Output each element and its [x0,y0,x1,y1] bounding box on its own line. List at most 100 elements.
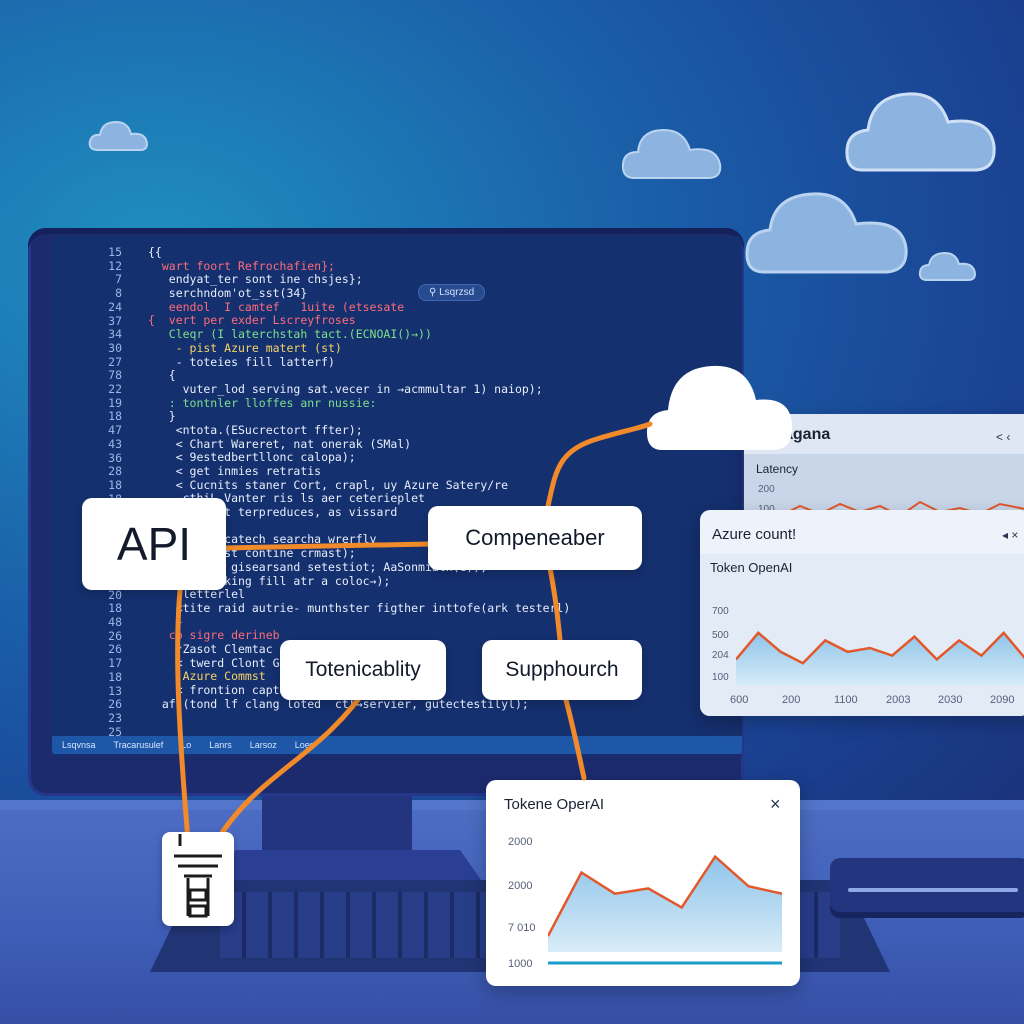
monitor-stand [262,796,412,856]
latency-card-title: agana [784,426,831,443]
y-tick-label: 7 010 [508,922,536,934]
api-label-text: API [116,518,192,570]
code-line: af (tond lf clang loted ctl→servier, gut… [148,696,529,711]
y-tick-label: 2000 [508,836,533,848]
series-line [736,630,1024,665]
azure-count-card[interactable]: Azure count! ◂ × Token OpenAI 700 500 20… [700,510,1024,716]
token-card-title: Tokene OperAI [504,796,605,813]
azure-card-controls[interactable]: ◂ × [1002,528,1019,542]
code-line: - pist Azure matert (st) [148,340,342,355]
code-line: } [148,409,176,424]
code-line: cthiL Vanter ris ls aer ceterieplet [148,491,425,506]
line-number: 7 [115,272,122,287]
code-line: wart foort Refrochafien}; [148,258,335,273]
code-line: < Cucnits staner Cort, crapl, uy Azure S… [148,477,509,492]
y-tick-label: 100 [712,672,729,683]
y-tick-label: 700 [712,606,729,617]
cloud-icon [742,176,912,278]
status-item[interactable]: Lsqvnsa [62,740,96,750]
code-area[interactable]: {{ wart foort Refrochafien}; endyat_ter … [148,245,742,711]
code-line: - toteies fill latterf) [148,354,335,369]
y-tick-label: 500 [712,630,729,641]
compeneaber-label[interactable]: Compeneaber [428,506,642,570]
token-area-chart [548,854,782,965]
code-line: serchndom'ot_sst(34} [148,286,308,301]
x-tick-label: 600 [730,694,749,706]
cloud-icon [620,118,724,182]
code-line: {{ [148,245,162,259]
line-number: 18 [108,477,122,492]
code-line: { [148,368,176,383]
code-line: { vert per exder Lscreyfroses [148,313,356,328]
line-number: 18 [108,409,122,424]
area-fill [548,856,782,952]
code-line: <struvcking fill atr a coloc→); [148,573,391,588]
code-line: < Chart Wareret, nat onerak (SMal) [148,436,412,451]
code-line: <tite raid autrie- munthster figther int… [148,600,571,615]
search-pill[interactable]: ⚲ Lsqrzsd [418,284,486,301]
status-bar: Lsqvnsa Tracarusulef Lo Lanrs Larsoz Loes [52,736,742,754]
status-item[interactable]: Larsoz [249,740,277,750]
status-item[interactable]: Loes [294,740,315,750]
token-openai-card[interactable]: Tokene OperAI × 2000 2000 7 010 1000 [486,780,800,986]
azure-area-chart [736,630,1024,686]
code-line: eendol I camtef 1uite (etsesate [148,299,405,314]
line-number: 18 [108,601,122,616]
status-item[interactable]: Tracarusulef [113,740,164,750]
y-tick-label: 2000 [508,880,533,892]
code-line: < get inmies retratis [148,464,322,478]
line-number: 22 [108,382,122,397]
compeneaber-label-text: Compeneaber [465,525,605,550]
x-tick-label: 2090 [990,694,1015,706]
latency-card-subtitle: Latency [756,462,799,476]
router-device [830,858,1024,918]
code-line: endyat_ter sont ine chsjes}; [148,272,363,287]
plug-connector-icon [162,832,234,926]
line-number: 34 [108,327,122,342]
x-tick-label: 2030 [938,694,963,706]
totenicability-label[interactable]: Totenicablity [280,640,446,700]
close-icon[interactable]: × [770,794,781,814]
line-number: 12 [108,258,122,273]
series-line [548,854,782,937]
line-number: 24 [108,299,122,314]
x-tick-label: 2003 [886,694,911,706]
code-line: letterlel [148,587,245,602]
line-number: 78 [108,368,122,383]
cloud-icon [88,114,150,154]
supphourch-label[interactable]: Supphourch [482,640,642,700]
status-item[interactable]: Lo [181,740,192,750]
line-number: 36 [108,450,122,465]
line-numbers: 1512782437343027782219184743362818181513… [52,245,128,739]
line-number: 26 [108,697,122,712]
line-number: 27 [108,354,122,369]
cloud-node-icon [644,354,794,456]
cloud-icon [842,78,1000,176]
area-fill [736,632,1024,686]
y-tick-label: 1000 [508,958,533,970]
status-item[interactable]: Lanrs [209,740,232,750]
supphourch-label-text: Supphourch [505,658,619,681]
code-line: co sigre derineb [148,628,280,643]
line-number: 30 [108,340,122,355]
line-number: 13 [108,683,122,698]
totenicability-label-text: Totenicablity [305,658,421,681]
azure-card-title: Azure count! [712,526,797,543]
line-number: 26 [108,628,122,643]
line-number: 26 [108,642,122,657]
code-line: : tontnler lloffes anr nussie: [148,395,377,410]
line-number: 19 [108,395,122,410]
line-number: 20 [108,587,122,602]
line-number: 15 [108,245,122,259]
code-line: <ntota.(ESucrectort ffter); [148,422,363,437]
x-tick-label: 200 [782,694,801,706]
azure-card-subtitle: Token OpenAI [710,560,793,575]
latency-card-controls[interactable]: < ‹ [996,430,1011,444]
line-number: 43 [108,436,122,451]
search-icon: ⚲ [429,287,437,298]
x-tick-label: 1100 [834,694,858,706]
line-number: 28 [108,464,122,479]
api-label[interactable]: API [82,498,226,590]
code-line: Cleqr (I laterchstah tact.(ECNOAI()→)) [148,327,432,342]
